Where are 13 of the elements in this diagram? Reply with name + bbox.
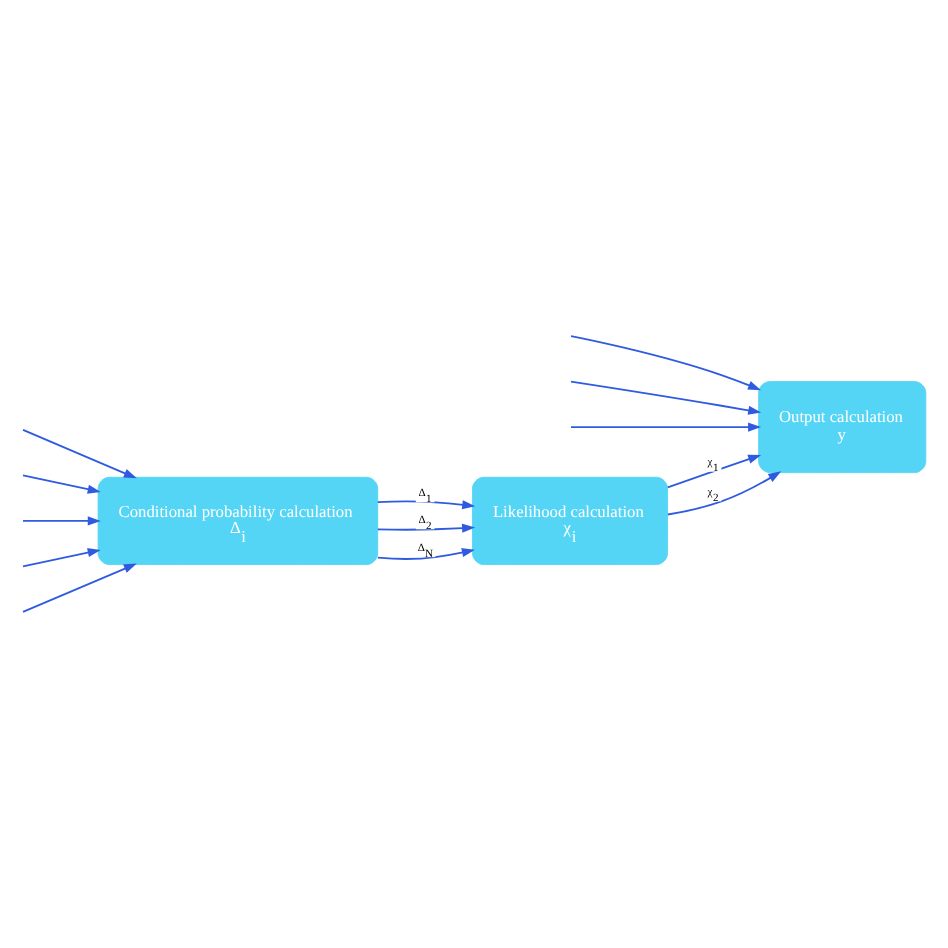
arrow [376, 523, 476, 533]
arrow [22, 563, 137, 613]
arrow [667, 471, 782, 516]
arrow [570, 335, 762, 391]
arrow [376, 548, 475, 560]
arrow [22, 516, 101, 526]
arrow [22, 548, 101, 568]
arrow [22, 474, 101, 494]
arrow [570, 380, 762, 415]
arrow [570, 422, 762, 432]
arrow [376, 500, 476, 510]
node-box: Output calculation y [758, 381, 927, 474]
arrow [22, 429, 137, 479]
